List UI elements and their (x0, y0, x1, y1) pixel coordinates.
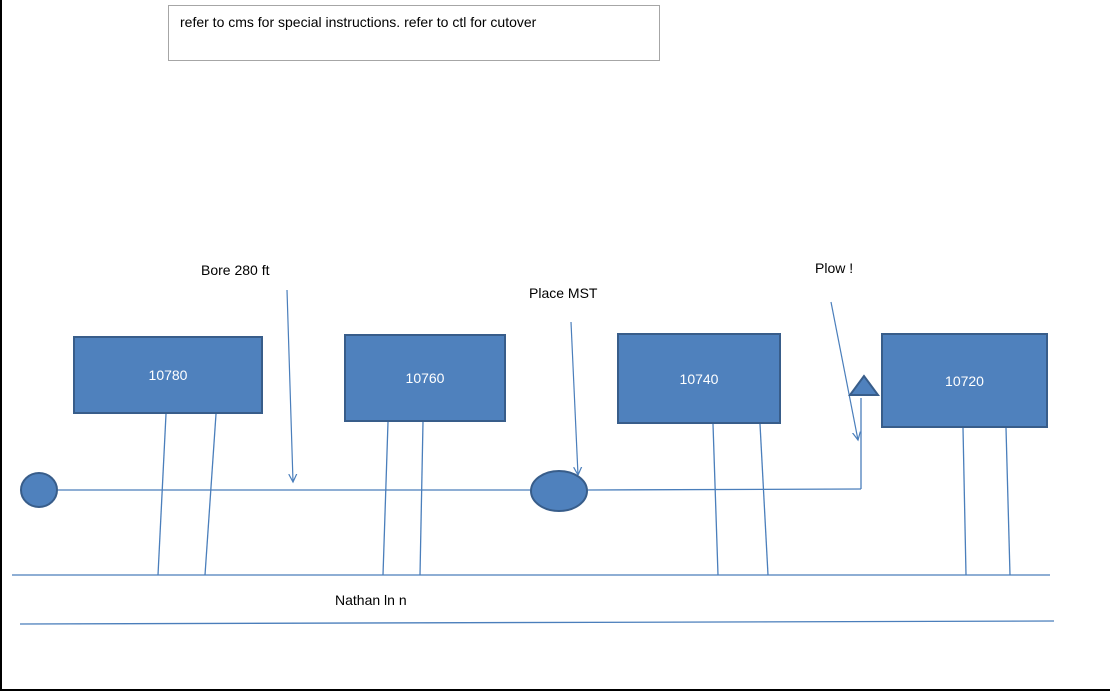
instructions-note: refer to cms for special instructions. r… (168, 5, 660, 61)
road-edge-bottom (19, 620, 1055, 625)
driveway-line (962, 427, 967, 576)
driveway-line (204, 413, 217, 576)
instructions-note-text: refer to cms for special instructions. r… (180, 14, 537, 30)
bore-label: Bore 280 ft (201, 262, 270, 278)
pedestal-triangle (848, 374, 880, 396)
driveway-line (759, 423, 769, 576)
plow-callout-arrow (830, 301, 858, 440)
bore-callout-arrow (286, 289, 293, 482)
cable-line-2 (587, 488, 862, 491)
house-number: 10740 (679, 370, 719, 387)
mst-callout-arrow (570, 321, 578, 475)
place-mst-label: Place MST (529, 285, 598, 301)
house-lot-10780: 10780 (73, 336, 263, 414)
plow-label: Plow ! (815, 260, 854, 276)
driveway-line (419, 421, 424, 576)
house-lot-10760: 10760 (344, 334, 506, 422)
driveway-line (382, 421, 389, 576)
driveway-line (1005, 427, 1011, 576)
mst-ellipse (530, 470, 588, 512)
driveway-line (157, 413, 167, 576)
pedestal-circle (20, 472, 58, 508)
street-name-label: Nathan ln n (335, 592, 407, 608)
house-number: 10760 (405, 370, 445, 386)
house-number: 10720 (945, 372, 984, 389)
house-lot-10720: 10720 (881, 333, 1048, 428)
house-number: 10780 (148, 367, 188, 383)
house-lot-10740: 10740 (617, 333, 781, 424)
driveway-line (712, 423, 719, 576)
